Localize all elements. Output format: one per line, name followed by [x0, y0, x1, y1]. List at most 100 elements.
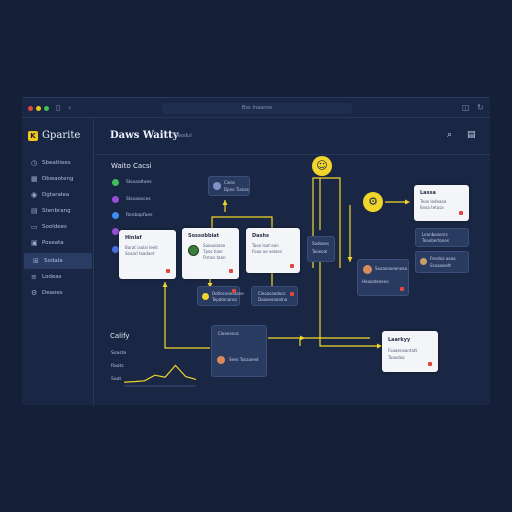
search-icon[interactable]: ⌕	[447, 130, 453, 140]
node-card-2[interactable]: Sossobbiat Saouooaeo Tpos tiaer Ftmos ta…	[182, 228, 239, 279]
layers-icon: ▤	[31, 207, 38, 215]
node-label: Leanbooenrs	[422, 232, 448, 237]
node-sublabel: Heaoateeeeo	[362, 279, 389, 284]
node-sublabel: Tooeoal	[312, 249, 328, 254]
alert-icon	[290, 264, 294, 268]
node-label: Dotlecoeeatane	[212, 291, 244, 296]
settings-icon: ⚙	[31, 289, 38, 297]
chip-blue[interactable]	[112, 212, 119, 219]
node-label: Cloanenos	[218, 331, 239, 336]
sidebar-item-9[interactable]: ⚙Deaoes	[22, 285, 92, 301]
node-status-icon	[202, 293, 209, 300]
connector-8	[319, 262, 380, 347]
chip-violet[interactable]	[112, 228, 119, 235]
connector-9	[312, 177, 341, 268]
sidebar-item-2[interactable]: ▦Dbwaoteng	[22, 171, 92, 187]
clock-icon: ◷	[31, 159, 38, 167]
card-line: Ftmos taon	[203, 255, 226, 260]
alert-icon	[459, 211, 463, 215]
card-title: Lassa	[420, 190, 436, 196]
chip-label-3: Ronbapfaes	[126, 213, 153, 218]
node-label: Cleoasaadocs	[258, 291, 286, 296]
node-sublabel: Sees Tosaaeed	[229, 357, 259, 362]
card-line: Foaa oe ealaes	[252, 249, 282, 254]
sidebar-item-8[interactable]: ≡Lodeas	[22, 269, 92, 285]
node-dark-4[interactable]: Sodooes Tooeoal	[307, 236, 335, 262]
connector-1	[164, 282, 210, 349]
sidebar-item-7[interactable]: ⊞Sodala	[24, 253, 92, 269]
card-title: Hinlaf	[125, 235, 142, 241]
card-line: Taoo loat eon	[252, 243, 279, 248]
card-line: Tpos tiaer	[203, 249, 224, 254]
node-sublabel: Doaoeeaoatna	[258, 297, 288, 302]
node-card-3[interactable]: Dashs Taoo loat eon Foaa oe ealaes	[246, 228, 300, 273]
node-dark-7[interactable]: Fendoa aeaa Ssaaaoedt	[415, 251, 469, 273]
flow-icon: ⊞	[33, 257, 39, 265]
arrow-7	[300, 335, 305, 341]
arrow-1	[162, 282, 168, 287]
title-bar: ▯ ‹ Bsx Inaanse ◫ ↻	[22, 98, 490, 118]
arrow-6	[207, 283, 213, 288]
minimize-window-button[interactable]	[36, 106, 41, 111]
alert-icon	[166, 269, 170, 273]
robot-trigger-icon[interactable]: ⚙	[363, 192, 383, 212]
chip-purple[interactable]	[112, 196, 119, 203]
node-card-5[interactable]: Laarkyy Foaaenaantatt Toaodaa	[382, 331, 438, 372]
card-title: Dashs	[252, 233, 270, 239]
sidebar-item-5[interactable]: ▭Sooldees	[22, 219, 92, 235]
app-logo: K	[28, 131, 38, 141]
sidebar-toggle-icon[interactable]: ▯	[56, 103, 61, 112]
page-title: Daws Waitty	[110, 130, 179, 141]
user-trigger-icon[interactable]: ☺	[312, 156, 332, 176]
sidebar-item-1[interactable]: ◷Sbeatiiees	[22, 155, 92, 171]
node-card-1[interactable]: Hinlaf Barat iaalai leeit Soaarl taadaet	[119, 230, 176, 279]
panel-icon[interactable]: ▤	[467, 130, 476, 140]
chip-label-1: Slsoaaltoes	[126, 180, 152, 185]
alert-icon	[229, 269, 233, 273]
node-avatar	[363, 265, 372, 274]
file-icon: ▣	[31, 239, 38, 247]
database-icon: ◉	[31, 191, 38, 199]
back-icon[interactable]: ‹	[68, 103, 72, 112]
chip-green[interactable]	[112, 179, 119, 186]
folder-icon: ▭	[31, 223, 38, 231]
alert-icon	[400, 287, 404, 291]
arrow-5	[347, 257, 353, 262]
activity-title: Calify	[110, 332, 130, 340]
maximize-window-button[interactable]	[44, 106, 49, 111]
arrow-3	[405, 199, 410, 205]
node-sublabel: Ssaaaoedt	[430, 263, 451, 268]
card-line: Saouooaeo	[203, 243, 226, 248]
node-dark-3[interactable]: Cleoasaadocs Doaoeeaoatna	[251, 286, 298, 306]
card-line: Eeaa tetasa	[420, 205, 444, 210]
card-line: Soaarl taadaet	[125, 251, 155, 256]
close-window-button[interactable]	[28, 106, 33, 111]
node-dark-2[interactable]: Dotlecoeeatane Tepatenanss	[197, 286, 244, 306]
alert-icon	[290, 292, 294, 296]
node-avatar	[420, 258, 427, 265]
node-card-4[interactable]: Lassa Teoo ledeaaa Eeaa tetasa	[414, 185, 469, 221]
address-bar[interactable]: Bsx Inaanse	[162, 103, 352, 114]
connector-3	[211, 216, 273, 228]
node-sublabel: Toanbertones	[422, 238, 449, 243]
page-subtitle: Deodul	[174, 133, 192, 139]
node-avatar	[213, 182, 221, 190]
list-icon: ≡	[31, 273, 37, 281]
refresh-icon[interactable]: ↻	[477, 103, 484, 112]
alert-icon	[232, 289, 236, 293]
node-label: Fendoa aeaa	[430, 256, 456, 261]
sidebar-item-3[interactable]: ◉Dgtaralea	[22, 187, 92, 203]
sidebar-item-6[interactable]: ▣Poseata	[22, 235, 92, 251]
sidebar-item-4[interactable]: ▤Stenbrang	[22, 203, 92, 219]
share-icon[interactable]: ◫	[462, 103, 470, 112]
node-dark-8[interactable]: Cloanenos Sees Tosaaeed	[211, 325, 267, 377]
card-line: Barat iaalai leeit	[125, 245, 158, 250]
node-dark-5[interactable]: Leanbooenrs Toanbertones	[415, 228, 469, 247]
chip-indigo[interactable]	[112, 246, 119, 253]
node-label: Sodooes	[312, 241, 329, 246]
node-dark-6[interactable]: Soaaeaoeeneaa Heaoateeeeo	[357, 259, 409, 296]
node-dark-1[interactable]: Cieas Dpno Tianas	[208, 176, 250, 196]
card-line: Toaodaa	[388, 355, 405, 360]
